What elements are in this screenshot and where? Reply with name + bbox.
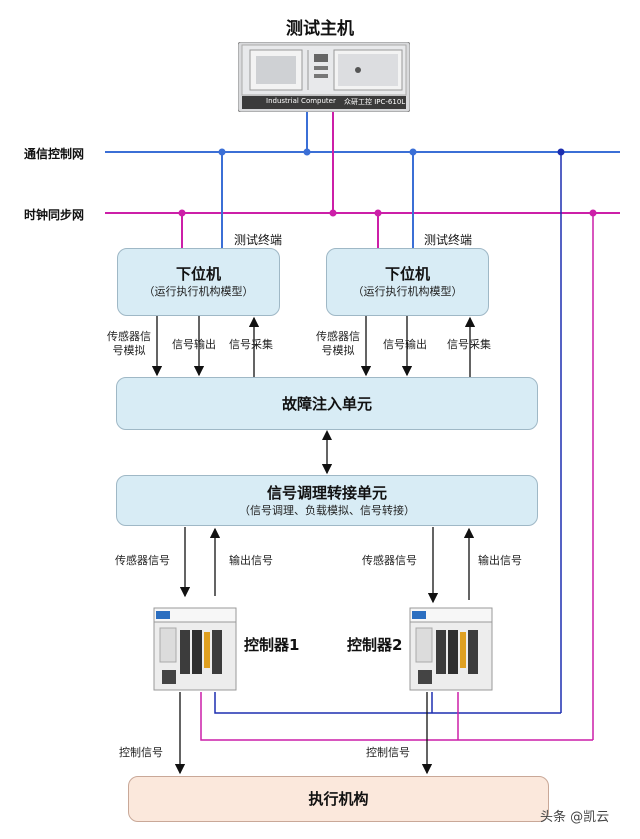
terminal-label-1: 测试终端 xyxy=(234,233,283,247)
signal-conditioning-box: 信号调理转接单元 （信号调理、负载模拟、信号转接） xyxy=(116,475,538,526)
industrial-computer-image: Industrial Computer 众研工控 IPC-610L xyxy=(238,42,410,112)
slave-title-2: 下位机 xyxy=(384,265,430,283)
cond-title: 信号调理转接单元 xyxy=(266,483,387,502)
fault-injection-box: 故障注入单元 xyxy=(116,377,538,430)
controller-1-label: 控制器1 xyxy=(244,636,300,654)
fault-title: 故障注入单元 xyxy=(281,394,372,413)
control-signal-label-2: 控制信号 xyxy=(366,746,410,759)
slave-title-1: 下位机 xyxy=(175,265,221,283)
cond-subtitle: （信号调理、负载模拟、信号转接） xyxy=(239,503,415,517)
actuator-box: 执行机构 xyxy=(128,776,549,822)
clock-network-label: 时钟同步网 xyxy=(24,208,85,222)
signal-acquire-label-2: 信号采集 xyxy=(447,338,491,351)
slave-box-1: 下位机 （运行执行机构模型） xyxy=(117,248,280,316)
sensor-signal-label-1: 传感器信号 xyxy=(115,554,170,567)
comm-network-label: 通信控制网 xyxy=(24,147,85,161)
sensor-sim-label-1: 传感器信 号模拟 xyxy=(107,330,151,357)
host-title: 测试主机 xyxy=(286,19,354,39)
slave-subtitle-2: （运行执行机构模型） xyxy=(352,285,463,298)
signal-acquire-label-1: 信号采集 xyxy=(229,338,273,351)
slave-subtitle-1: （运行执行机构模型） xyxy=(143,285,254,298)
controller-1-image xyxy=(150,600,240,692)
control-signal-label-1: 控制信号 xyxy=(119,746,163,759)
controller-2-image xyxy=(406,600,496,692)
signal-output-label-1: 信号输出 xyxy=(172,338,216,351)
sensor-sim-label-2: 传感器信 号模拟 xyxy=(316,330,360,357)
watermark: 头条 @凯云 xyxy=(540,810,610,825)
sensor-signal-label-2: 传感器信号 xyxy=(362,554,417,567)
output-signal-label-1: 输出信号 xyxy=(229,554,273,567)
signal-output-label-2: 信号输出 xyxy=(383,338,427,351)
controller-2-label: 控制器2 xyxy=(347,636,403,654)
bezel-right-label: 众研工控 IPC-610L xyxy=(344,98,406,106)
terminal-label-2: 测试终端 xyxy=(424,233,473,247)
slave-box-2: 下位机 （运行执行机构模型） xyxy=(326,248,489,316)
actuator-title: 执行机构 xyxy=(308,790,369,808)
output-signal-label-2: 输出信号 xyxy=(478,554,522,567)
bezel-left-label: Industrial Computer xyxy=(266,97,336,105)
